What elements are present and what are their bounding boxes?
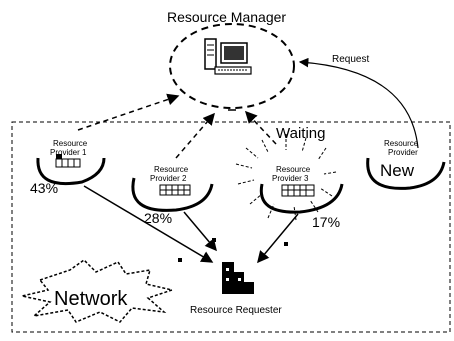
p3-report-arrow [244,110,277,145]
provider-1-line1: Resource [53,139,88,148]
provider-3-busy-spikes [235,134,337,221]
requester-building-icon [222,262,254,294]
new-provider: Resource Provider New [366,139,446,190]
new-provider-line1: Resource [384,139,419,148]
new-provider-arc [366,157,446,190]
provider-3-line2: Provider 3 [272,174,309,183]
waiting-label: Waiting [276,125,325,142]
provider-2-line2: Provider 2 [150,174,187,183]
arrow-mark-1 [178,258,182,262]
new-provider-line2: Provider [388,148,418,157]
provider-2: Resource Provider 2 28% [131,165,214,226]
requester-label: Resource Requester [190,305,282,316]
provider-3: Resource Provider 3 17% [235,134,344,230]
p3-allocation-arrow [257,213,299,264]
server-computer-icon [204,38,252,75]
p1-allocation-arrow [83,185,214,263]
arrow-mark-2 [212,238,216,242]
p2-report-arrow [175,112,215,159]
p1-report-arrow [77,93,180,131]
request-arrow [298,57,419,149]
provider-2-arc [131,177,214,212]
domain-boundary [11,121,451,333]
provider-1-line2: Provider 1 [50,148,87,157]
provider-1-grid-icon [55,154,81,168]
provider-3-arc [259,183,344,214]
provider-1: Resource Provider 1 43% [30,139,106,196]
arrow-mark-3 [284,242,288,246]
provider-3-line1: Resource [276,165,311,174]
provider-1-load: 43% [30,180,58,196]
provider-2-load: 28% [144,210,172,226]
manager-ellipse [169,23,295,109]
request-label: Request [332,54,369,65]
provider-3-load: 17% [312,214,340,230]
network-burst-icon [21,259,175,323]
provider-3-grid-icon [281,184,315,197]
provider-2-grid-icon [159,184,191,196]
new-provider-badge: New [380,161,415,180]
provider-2-line1: Resource [154,165,189,174]
provider-1-arc [36,157,106,186]
network-label: Network [54,288,128,310]
manager-title: Resource Manager [167,9,286,25]
p2-allocation-arrow [183,211,217,252]
